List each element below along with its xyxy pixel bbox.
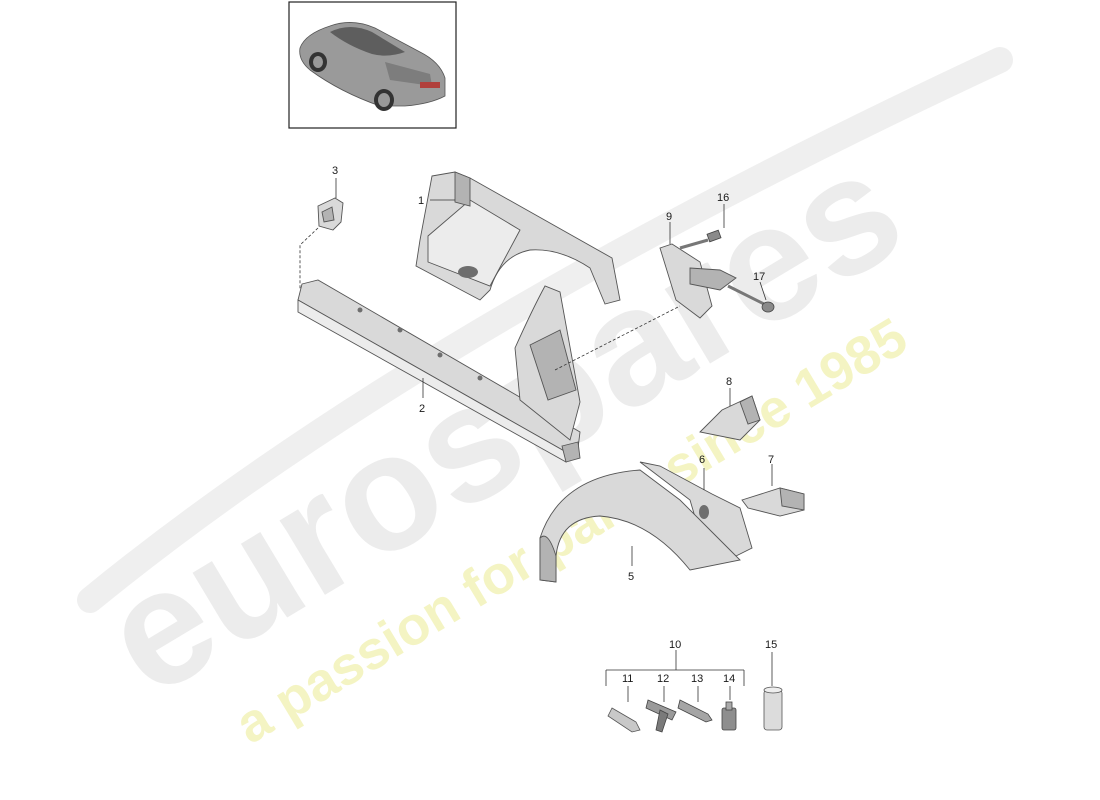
- part-2-side-sill: [297, 279, 681, 463]
- part-10-kit-group: [605, 650, 745, 686]
- part-9-mounting-plate: [659, 222, 737, 319]
- part-number-13: 13: [691, 673, 703, 685]
- part-number-3: 3: [332, 165, 338, 177]
- part-15-canister: [763, 652, 783, 731]
- part-number-14: 14: [723, 673, 735, 685]
- part-number-17: 17: [753, 271, 765, 283]
- part-number-10: 10: [669, 639, 681, 651]
- car-thumbnail-icon: [299, 22, 446, 111]
- part-number-2: 2: [419, 403, 425, 415]
- part-number-7: 7: [768, 454, 774, 466]
- watermark-swoosh-icon: [77, 47, 1013, 613]
- part-number-1: 1: [418, 195, 424, 207]
- part-8-gusset: [699, 388, 761, 441]
- part-number-labels: 3 1 2 9 16 17 8 6 7 5 10 15 11 12 13 14: [332, 165, 777, 685]
- part-3-bracket: [299, 178, 344, 290]
- part-number-11: 11: [622, 673, 633, 685]
- part-number-9: 9: [666, 211, 672, 223]
- part-6-reinforcement: [639, 461, 753, 557]
- part-7-bracket: [741, 464, 805, 517]
- part-number-6: 6: [699, 454, 705, 466]
- part-number-8: 8: [726, 376, 732, 388]
- part-1-inner-arch-panel: [415, 171, 621, 305]
- part-11-adhesive-tube: [607, 686, 641, 733]
- part-5-outer-wheel-arch: [539, 469, 741, 583]
- part-number-16: 16: [717, 192, 729, 204]
- part-17-bolt: [727, 281, 775, 313]
- part-number-12: 12: [657, 673, 669, 685]
- part-number-15: 15: [765, 639, 777, 651]
- part-number-5: 5: [628, 571, 634, 583]
- part-12-applicator-gun: [645, 686, 677, 733]
- car-thumbnail: [288, 1, 457, 129]
- part-16-bolt: [679, 204, 725, 250]
- part-14-cartridge: [721, 686, 737, 731]
- part-13-nozzle: [677, 686, 713, 723]
